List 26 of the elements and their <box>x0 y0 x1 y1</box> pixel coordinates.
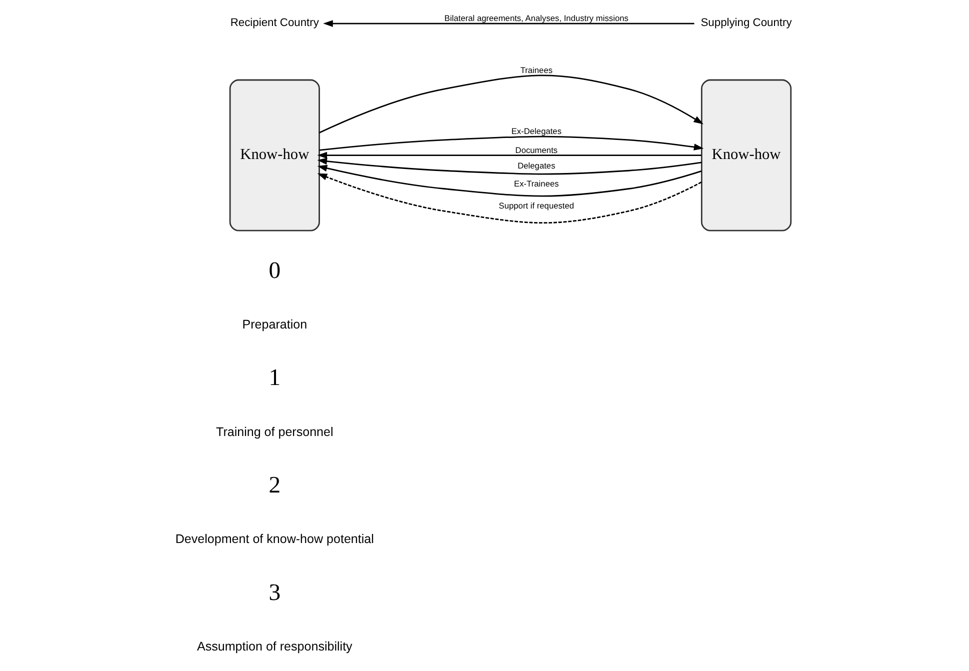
edge-label: Trainees <box>520 64 553 75</box>
label: 1 <box>268 365 281 392</box>
edge-label: Bilateral agreements, Analyses, Industry missions <box>444 13 628 24</box>
label: 0 <box>268 258 281 284</box>
node-text: Supplying Country <box>700 17 792 30</box>
label: 3 <box>268 580 281 606</box>
label: Training of personnel <box>216 424 334 439</box>
edge-label: Ex-Trainees <box>514 178 559 188</box>
arrow <box>319 136 704 151</box>
label: 2 <box>268 472 281 498</box>
label: Development of know-how potential <box>175 532 374 546</box>
arrow <box>323 20 694 27</box>
edge-label: Documents <box>515 144 558 155</box>
node-box: Know-how <box>229 79 320 232</box>
arrow <box>317 152 702 159</box>
label: Assumption of responsibility <box>197 640 352 654</box>
label: Preparation <box>242 317 308 332</box>
arrow <box>317 164 702 197</box>
edge-label: Delegates <box>518 160 556 170</box>
node-box: Know-how <box>700 79 792 232</box>
arrow <box>317 173 702 224</box>
arrow <box>317 158 702 175</box>
node-text: Recipient Country <box>230 17 319 30</box>
edge-label: Support if requested <box>498 200 574 211</box>
arrow <box>319 74 704 134</box>
edge-label: Ex-Delegates <box>511 126 562 136</box>
